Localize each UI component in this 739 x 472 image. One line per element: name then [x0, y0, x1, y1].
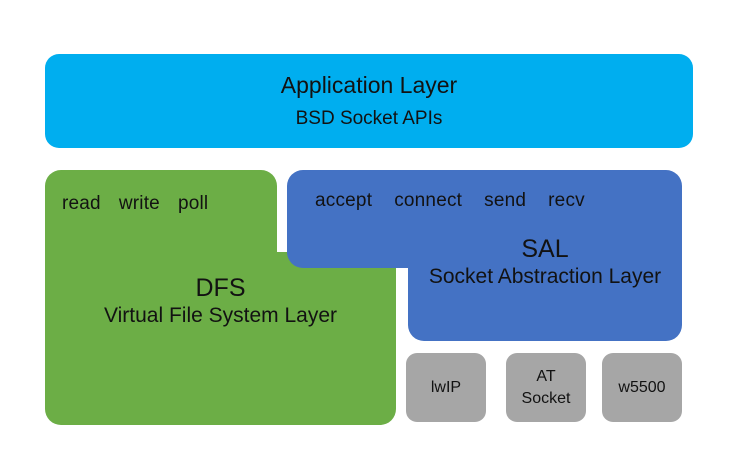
application-layer-subtitle: BSD Socket APIs — [295, 108, 443, 129]
dfs-abbreviation: DFS — [195, 274, 246, 302]
dfs-api-poll: poll — [177, 193, 209, 214]
driver-box-w5500-label: w5500 — [618, 378, 666, 396]
driver-box-at-socket-line1: AT — [536, 367, 556, 385]
sal-api-connect: connect — [394, 190, 463, 211]
sal-api-accept: accept — [315, 190, 373, 211]
dfs-api-read: read — [62, 193, 101, 214]
driver-box-at-socket-label: AT Socket — [522, 366, 571, 409]
driver-box-at-socket: AT Socket — [506, 353, 586, 422]
sal-title-group: SAL Socket Abstraction Layer — [406, 235, 684, 290]
sal-api-send: send — [484, 190, 527, 211]
dfs-api-list: read write poll — [62, 193, 208, 215]
sal-api-recv: recv — [548, 190, 585, 211]
driver-box-w5500: w5500 — [602, 353, 682, 422]
sal-full-name: Socket Abstraction Layer — [428, 264, 662, 288]
application-layer-title: Application Layer — [280, 72, 458, 99]
dfs-full-name: Virtual File System Layer — [103, 303, 338, 327]
sal-abbreviation: SAL — [521, 235, 569, 263]
driver-box-lwip: lwIP — [406, 353, 486, 422]
application-layer-block: Application Layer BSD Socket APIs — [45, 54, 693, 148]
driver-box-lwip-label: lwIP — [430, 378, 462, 396]
dfs-title-group: DFS Virtual File System Layer — [45, 274, 396, 329]
sal-api-list: accept connect send recv — [315, 190, 585, 212]
driver-box-at-socket-line2: Socket — [521, 389, 571, 407]
dfs-api-write: write — [118, 193, 160, 214]
